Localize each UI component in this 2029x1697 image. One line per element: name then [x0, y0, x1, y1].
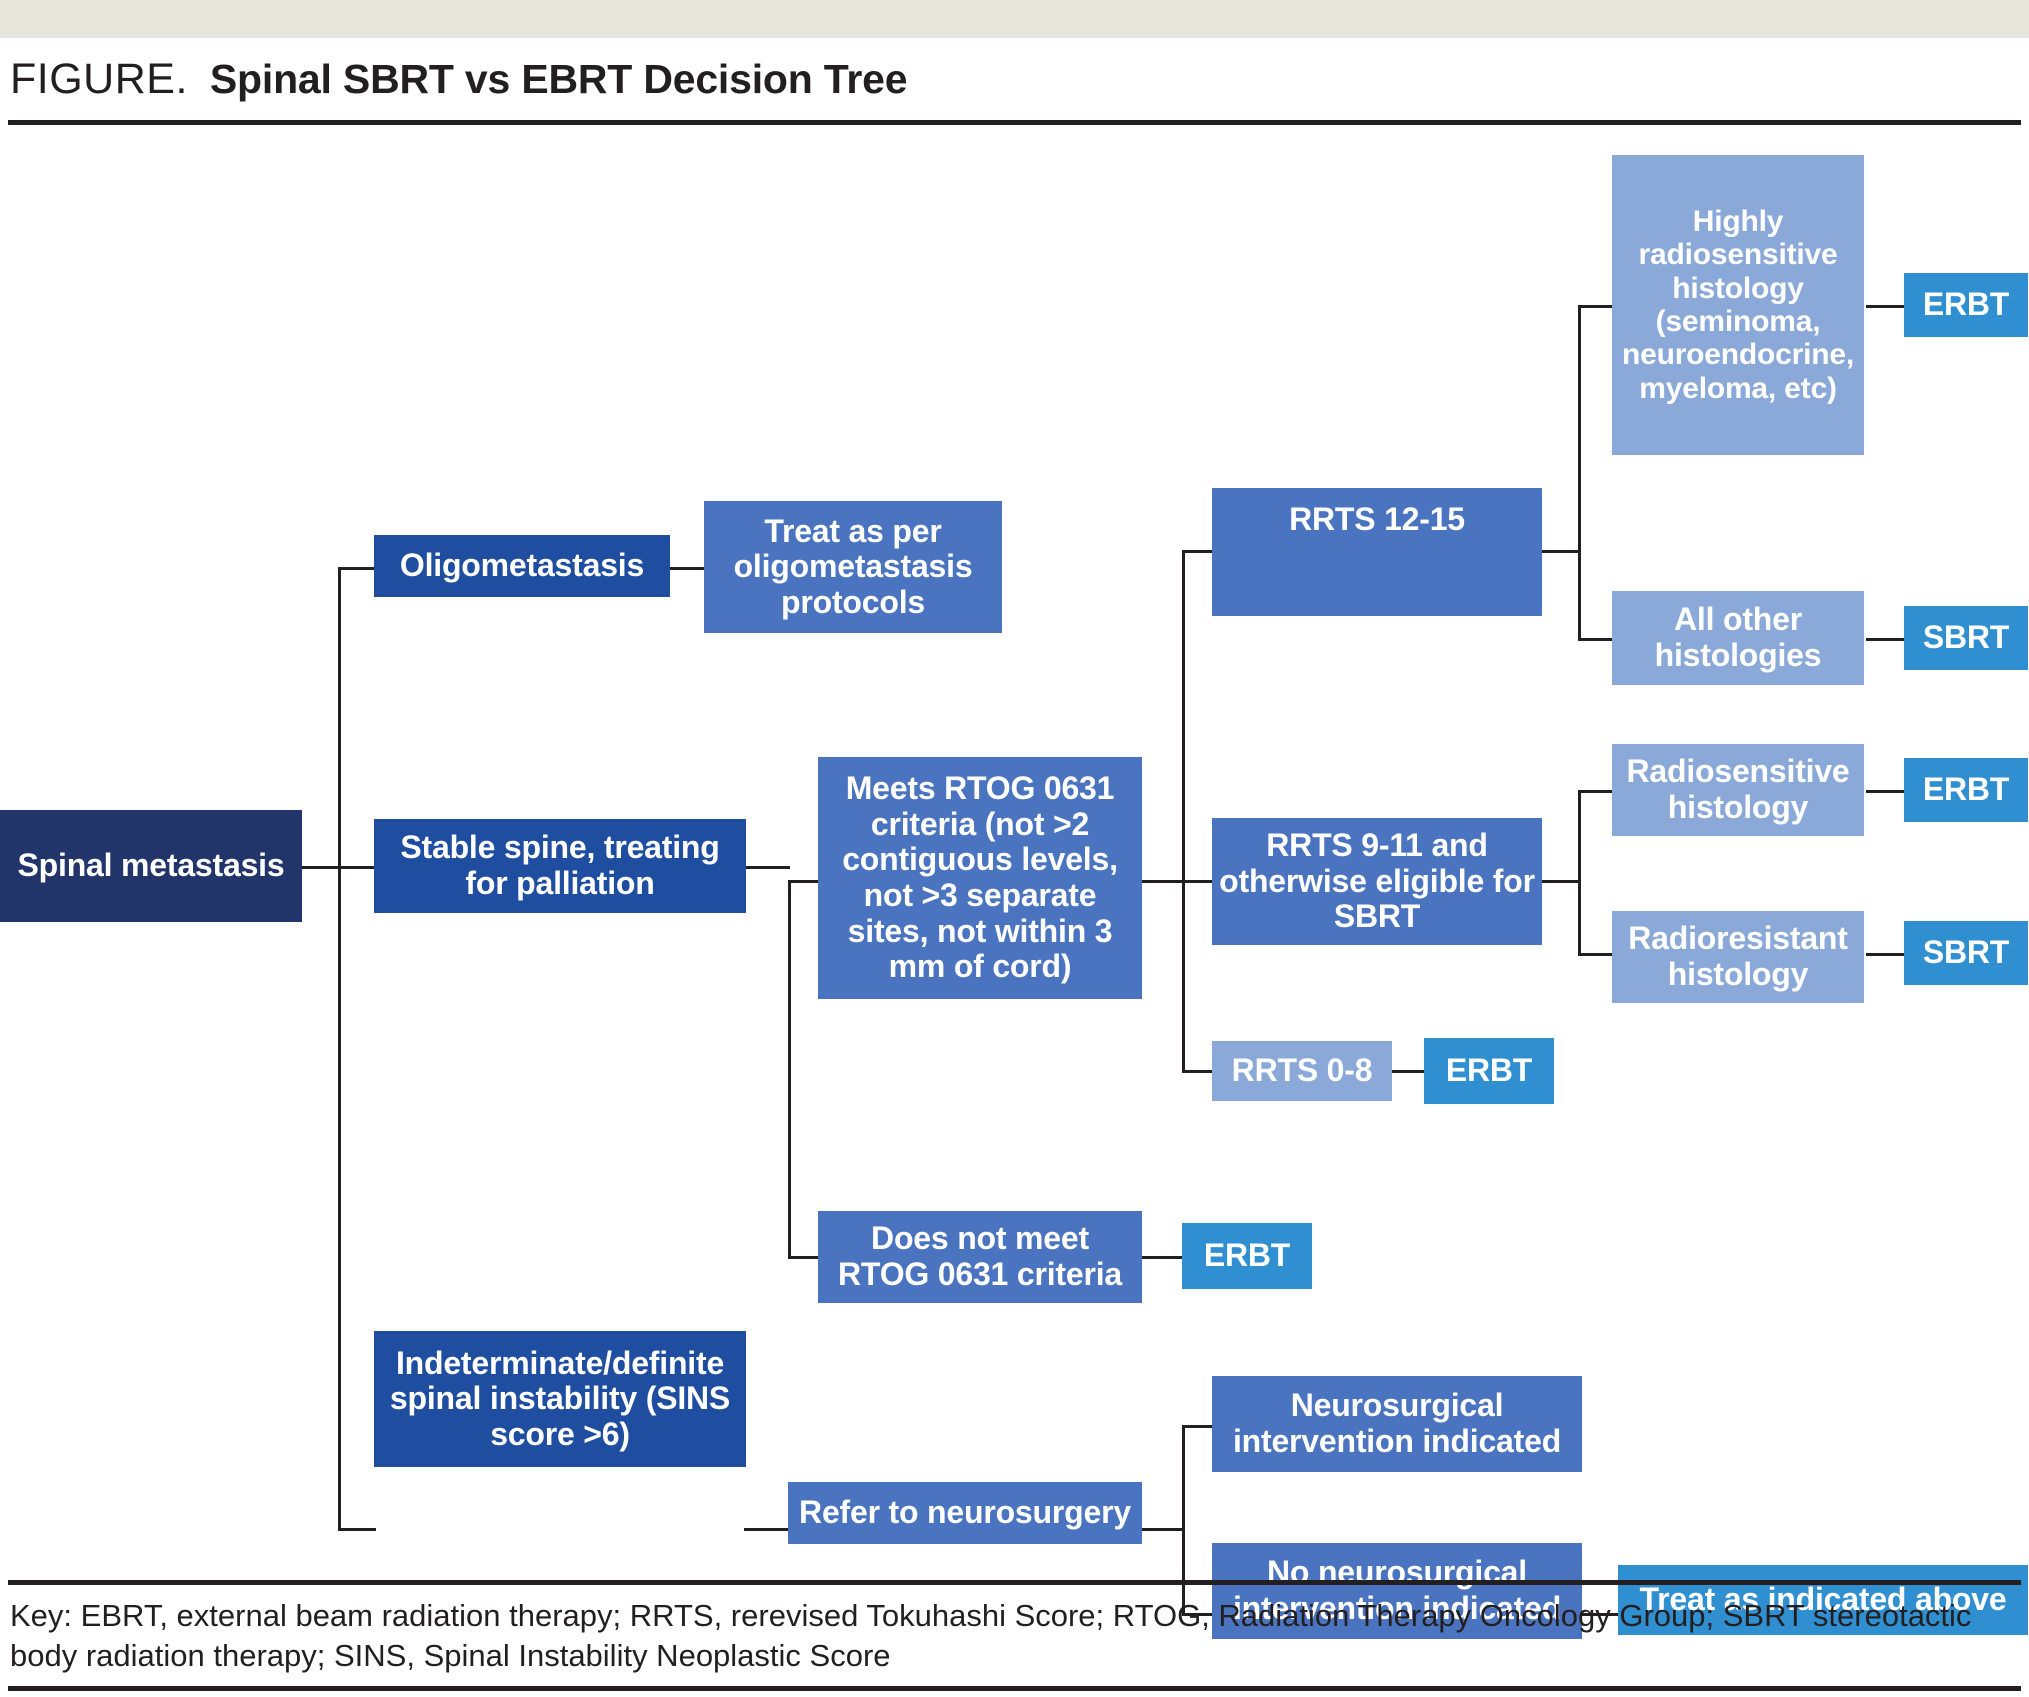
node-treat-as-per-oligometastasis-protocols[interactable]: Treat as per oligometastasis protocols	[704, 501, 1002, 633]
node-stable-spine-palliation[interactable]: Stable spine, treating for palliation	[374, 819, 746, 913]
footer-divider-bottom	[8, 1686, 2021, 1691]
connector-radioresistant-to-sbrt	[1866, 953, 1906, 956]
node-spinal-metastasis[interactable]: Spinal metastasis	[0, 810, 302, 922]
node-oligometastasis[interactable]: Oligometastasis	[374, 535, 670, 597]
connector-to-stable-spine	[338, 866, 376, 869]
node-all-other-histologies[interactable]: All other histologies	[1612, 591, 1864, 685]
figure-key-legend: Key: EBRT, external beam radiation thera…	[10, 1598, 1972, 1673]
connector-stable-spine-stub	[744, 866, 790, 869]
node-rrts-9-11-eligible-sbrt[interactable]: RRTS 9-11 and otherwise eligible for SBR…	[1212, 818, 1542, 945]
connector-to-radiosensitive-histology	[1578, 790, 1614, 793]
node-radiosensitive-histology[interactable]: Radiosensitive histology	[1612, 744, 1864, 836]
node-rrts-12-15[interactable]: RRTS 12-15	[1212, 488, 1542, 616]
connector-to-rrts-0-8	[1182, 1070, 1214, 1073]
node-does-not-meet-rtog-0631-criteria[interactable]: Does not meet RTOG 0631 criteria	[818, 1211, 1142, 1303]
node-highly-radiosensitive-histology[interactable]: Highly radiosensitive histology (seminom…	[1612, 155, 1864, 455]
connector-to-neuro-yes	[1182, 1425, 1214, 1428]
node-radiosensitive-histology-erbt[interactable]: ERBT	[1904, 758, 2028, 822]
node-rrts-0-8-erbt[interactable]: ERBT	[1424, 1038, 1554, 1104]
connector-to-meets-rtog	[788, 880, 820, 883]
connector-instability-to-referral	[744, 1528, 788, 1531]
connector-to-rrts-9-11	[1182, 880, 1214, 883]
connector-oligometastasis-to-protocols	[668, 567, 706, 570]
page-title: Spinal SBRT vs EBRT Decision Tree	[209, 55, 908, 102]
connector-rrts-9-11-vertical	[1578, 790, 1581, 956]
node-spinal-instability-sins[interactable]: Indeterminate/definite spinal instabilit…	[374, 1331, 746, 1467]
footer-divider-top	[8, 1580, 2021, 1585]
connector-to-all-other-histologies	[1578, 638, 1614, 641]
node-highly-radiosensitive-erbt[interactable]: ERBT	[1904, 273, 2028, 337]
connector-meets-rtog-stub	[1140, 880, 1184, 883]
connector-to-not-meets-rtog	[788, 1256, 820, 1259]
connector-radiosensitive-to-erbt	[1866, 790, 1906, 793]
figure-kicker: FIGURE.	[10, 54, 188, 103]
connector-to-spinal-instability	[338, 1528, 376, 1531]
connector-to-highly-radiosensitive	[1578, 305, 1614, 308]
node-neurosurgical-intervention-indicated[interactable]: Neurosurgical intervention indicated	[1212, 1376, 1582, 1472]
connector-rrts-0-8-to-erbt	[1392, 1070, 1424, 1073]
node-meets-rtog-0631-criteria[interactable]: Meets RTOG 0631 criteria (not >2 contigu…	[818, 757, 1142, 999]
connector-rrts-12-15-stub	[1540, 550, 1580, 553]
top-decorative-strip	[0, 0, 2029, 38]
node-radioresistant-histology-sbrt[interactable]: SBRT	[1904, 921, 2028, 985]
connector-not-meets-rtog-to-erbt	[1140, 1256, 1184, 1259]
figure-header: FIGURE. Spinal SBRT vs EBRT Decision Tre…	[0, 38, 2029, 120]
connector-referral-stub	[1140, 1528, 1184, 1531]
connector-rrts-vertical	[1182, 550, 1185, 1071]
connector-root-stub	[300, 866, 340, 869]
connector-neuro-no-to-treat-above	[1580, 1613, 1620, 1616]
header-divider	[8, 120, 2021, 125]
node-no-neurosurgical-intervention-indicated[interactable]: No neurosurgical intervention indicated	[1212, 1543, 1582, 1639]
connector-stable-spine-vertical	[788, 880, 791, 1259]
node-treat-as-indicated-above[interactable]: Treat as indicated above	[1618, 1565, 2028, 1635]
node-rrts-0-8[interactable]: RRTS 0-8	[1212, 1041, 1392, 1101]
connector-main-spine	[338, 567, 341, 1530]
decision-tree-diagram: Spinal metastasis Oligometastasis Treat …	[0, 125, 2029, 1639]
connector-neuro-vertical	[1182, 1425, 1185, 1615]
node-radioresistant-histology[interactable]: Radioresistant histology	[1612, 911, 1864, 1003]
node-all-other-histologies-sbrt[interactable]: SBRT	[1904, 606, 2028, 670]
connector-to-neuro-no	[1182, 1613, 1214, 1616]
connector-all-other-to-sbrt	[1866, 638, 1906, 641]
connector-rrts-9-11-stub	[1540, 880, 1580, 883]
connector-to-oligometastasis	[338, 567, 376, 570]
connector-highly-radiosensitive-to-erbt	[1866, 305, 1906, 308]
connector-to-radioresistant-histology	[1578, 953, 1614, 956]
node-refer-to-neurosurgery[interactable]: Refer to neurosurgery	[788, 1482, 1142, 1544]
node-not-meets-rtog-erbt[interactable]: ERBT	[1182, 1223, 1312, 1289]
connector-rrts-12-15-vertical	[1578, 305, 1581, 640]
connector-to-rrts-12-15	[1182, 550, 1214, 553]
